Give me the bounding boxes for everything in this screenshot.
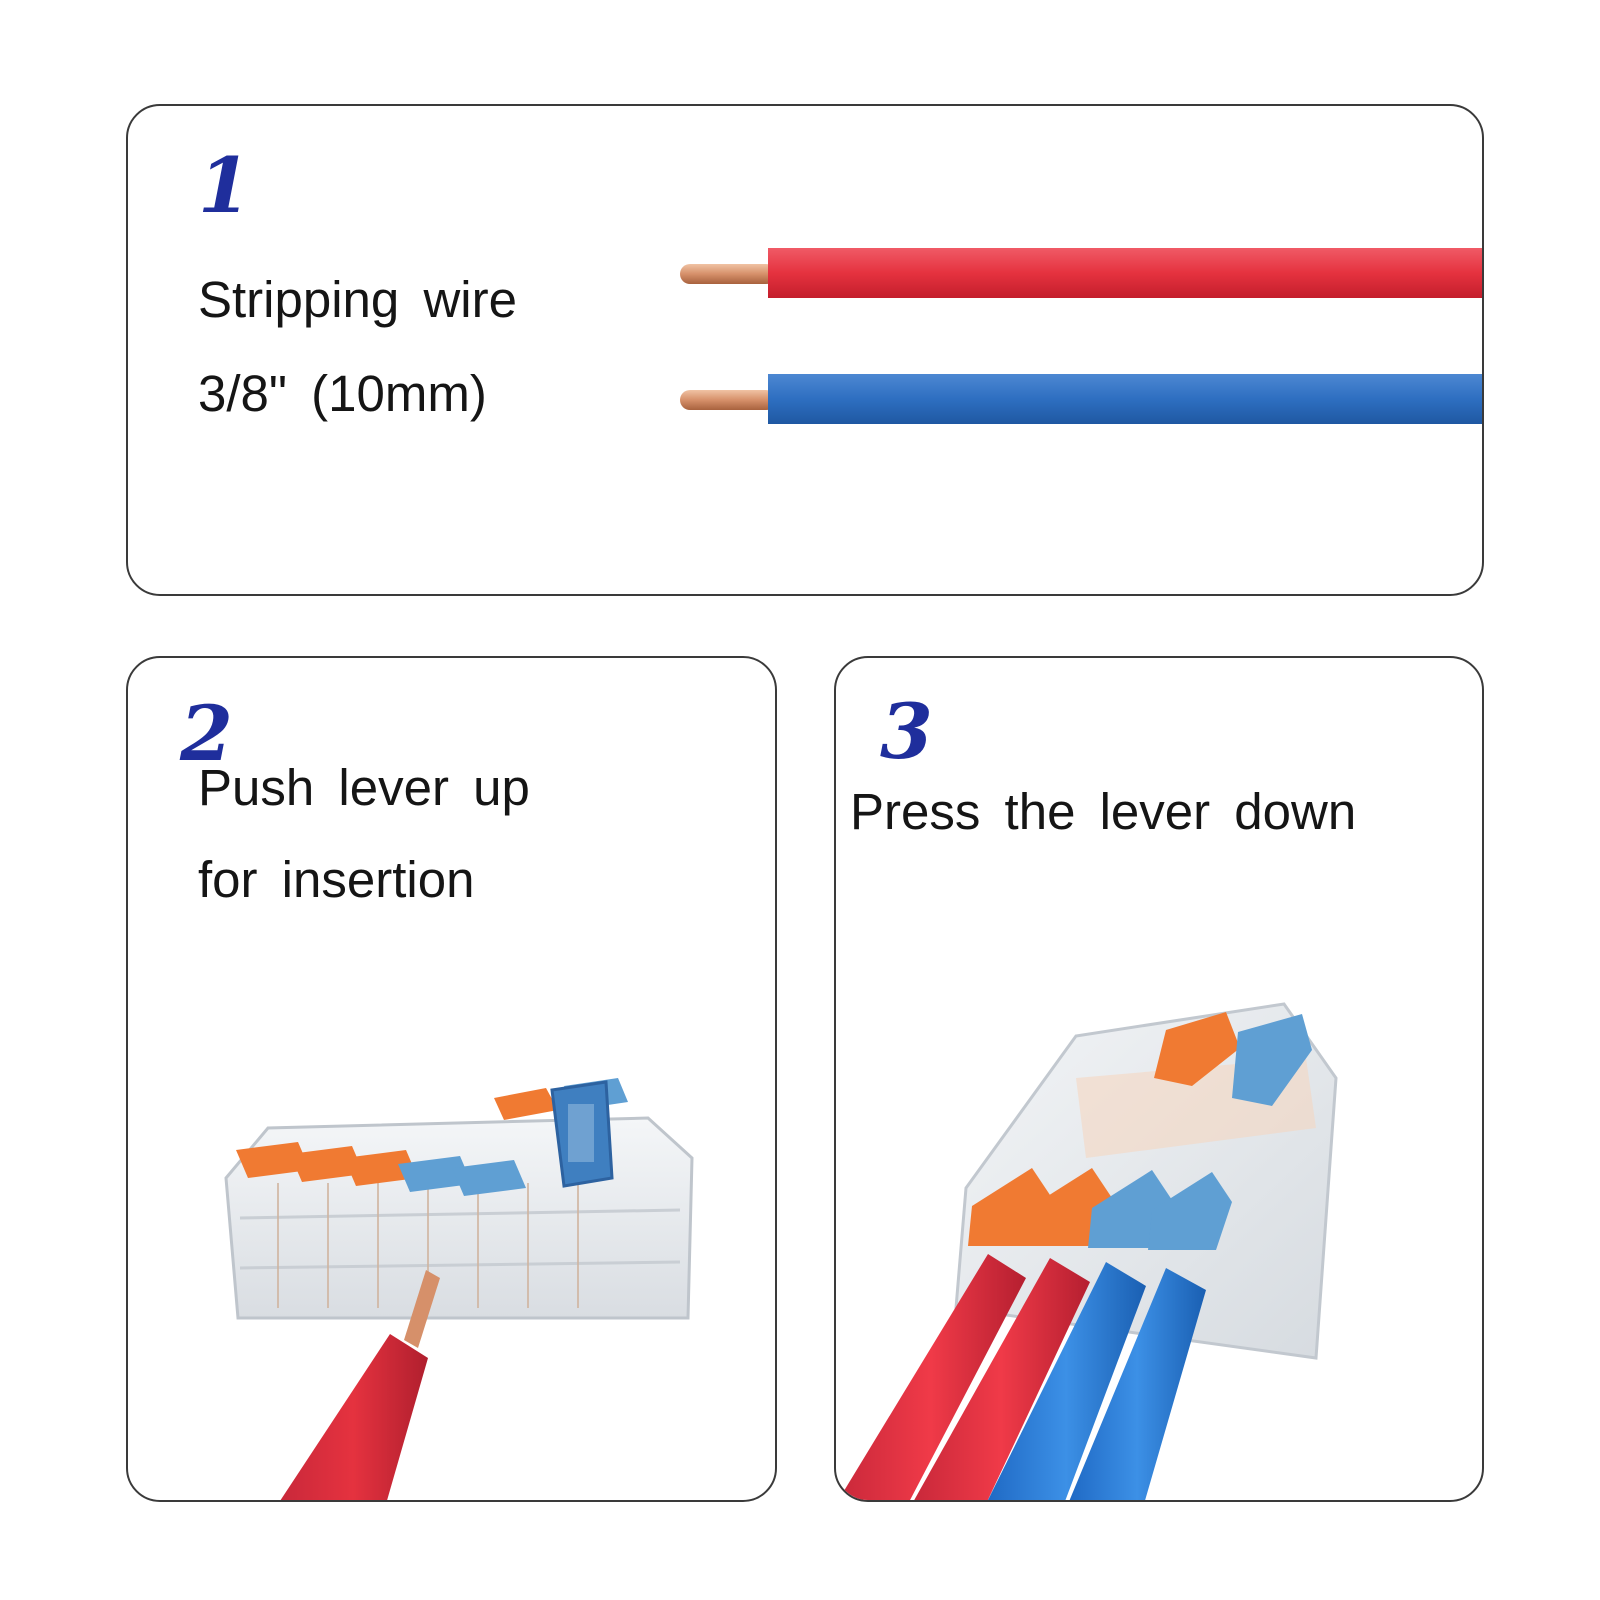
step-2-text-line-2: for insertion	[198, 851, 475, 908]
red-wire-1	[838, 1254, 1026, 1500]
red-wire	[680, 248, 1482, 298]
step-3-text-line-1: Press the lever down	[850, 783, 1357, 840]
step-3-panel: 3 Press the lever down	[834, 656, 1484, 1502]
step-1-text-line-1: Stripping wire	[198, 271, 517, 328]
back-blue-lever	[1232, 1014, 1312, 1106]
stripped-wires-illustration	[680, 248, 1482, 424]
blue-wire-2	[1069, 1268, 1206, 1500]
red-wire-copper-tip	[680, 264, 776, 284]
back-orange-lever	[1154, 1012, 1240, 1086]
step-2-panel: 2 Push lever up for insertion	[126, 656, 777, 1502]
blue-levers	[398, 1078, 628, 1196]
blue-wire-1	[987, 1262, 1146, 1500]
red-wire-2	[914, 1258, 1090, 1500]
connector-lever-up-illustration	[224, 1078, 694, 1500]
front-blue-lever-2	[1148, 1172, 1232, 1250]
inserting-wire	[280, 1270, 440, 1500]
step-1-number: 1	[198, 141, 251, 230]
step-1-panel: 1 Stripping wire 3/8" (10mm)	[126, 104, 1484, 596]
step-1-text-line-2: 3/8" (10mm)	[198, 365, 487, 422]
blue-wire-insulation	[768, 374, 1482, 424]
step-2-number: 2	[180, 689, 233, 778]
orange-levers	[236, 1088, 558, 1186]
step-3-number: 3	[880, 687, 933, 776]
step-2-text-line-1: Push lever up	[198, 759, 530, 816]
blue-wire	[680, 374, 1482, 424]
blue-wire-copper-tip	[680, 390, 776, 410]
red-wire-insulation	[768, 248, 1482, 298]
connector-lever-down-illustration	[838, 1002, 1338, 1500]
